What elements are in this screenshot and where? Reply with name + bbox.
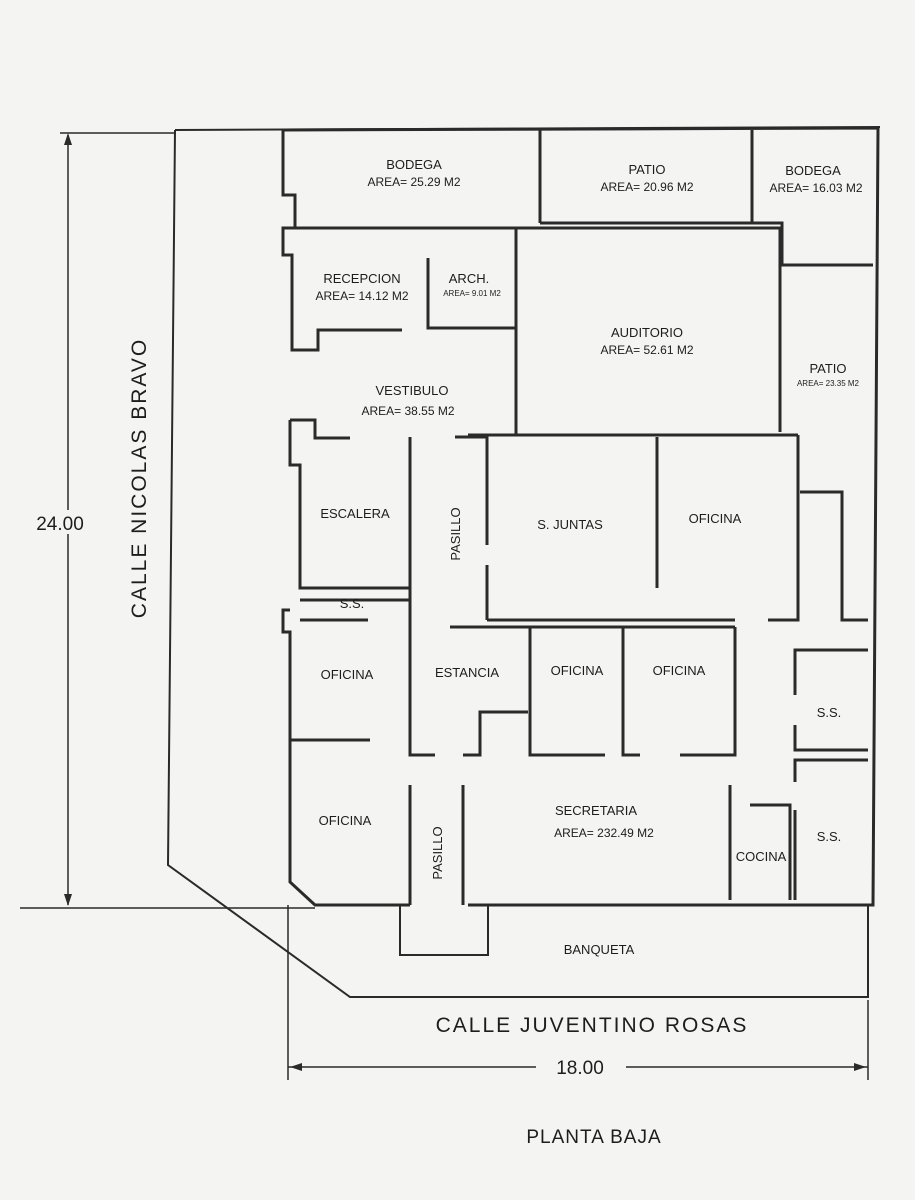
room-auditorio-name: AUDITORIO (611, 325, 683, 340)
room-secretaria-name: SECRETARIA (555, 803, 637, 818)
room-patio-2-area: AREA= 23.35 M2 (797, 379, 860, 388)
site-boundary (166, 126, 881, 998)
room-patio-2-name: PATIO (809, 361, 846, 376)
room-cocina-name: COCINA (736, 849, 787, 864)
banqueta-label: BANQUETA (564, 942, 635, 957)
street-bottom-label: CALLE JUVENTINO ROSAS (436, 1014, 749, 1037)
plan-title: PLANTA BAJA (526, 1127, 661, 1148)
room-patio-1-name: PATIO (628, 162, 665, 177)
dimension-horizontal-label: 18.00 (556, 1058, 604, 1079)
room-oficina-left-name: OFICINA (321, 667, 374, 682)
room-ss-2-name: S.S. (817, 705, 842, 720)
room-auditorio-area: AREA= 52.61 M2 (600, 343, 693, 357)
room-oficina-mid-1-name: OFICINA (551, 663, 604, 678)
room-oficina-bottom-name: OFICINA (319, 813, 372, 828)
street-left-label: CALLE NICOLAS BRAVO (128, 338, 151, 618)
room-ss-3-name: S.S. (817, 829, 842, 844)
room-sjuntas-name: S. JUNTAS (537, 517, 603, 532)
room-vestibulo-name: VESTIBULO (376, 383, 449, 398)
room-escalera-name: ESCALERA (320, 506, 390, 521)
room-ss-1-name: S.S. (340, 596, 365, 611)
dimension-horizontal (287, 905, 869, 1080)
room-oficina-mid-2-name: OFICINA (653, 663, 706, 678)
room-bodega-2-area: AREA= 16.03 M2 (769, 181, 862, 195)
dimension-vertical-label: 24.00 (36, 514, 84, 535)
room-recepcion-name: RECEPCION (323, 271, 400, 286)
room-arch-name: ARCH. (449, 271, 489, 286)
room-vestibulo-area: AREA= 38.55 M2 (361, 404, 454, 418)
room-recepcion-area: AREA= 14.12 M2 (315, 289, 408, 303)
room-estancia-name: ESTANCIA (435, 665, 499, 680)
room-bodega-2-name: BODEGA (785, 163, 841, 178)
room-oficina-top-name: OFICINA (689, 511, 742, 526)
room-patio-1-area: AREA= 20.96 M2 (600, 180, 693, 194)
building-walls (281, 126, 880, 956)
room-arch-area: AREA= 9.01 M2 (443, 289, 501, 298)
room-bodega-1-name: BODEGA (386, 157, 442, 172)
room-pasillo-2-name: PASILLO (430, 826, 445, 879)
room-pasillo-1-name: PASILLO (448, 507, 463, 560)
room-secretaria-area: AREA= 232.49 M2 (554, 826, 654, 840)
room-bodega-1-area: AREA= 25.29 M2 (367, 175, 460, 189)
